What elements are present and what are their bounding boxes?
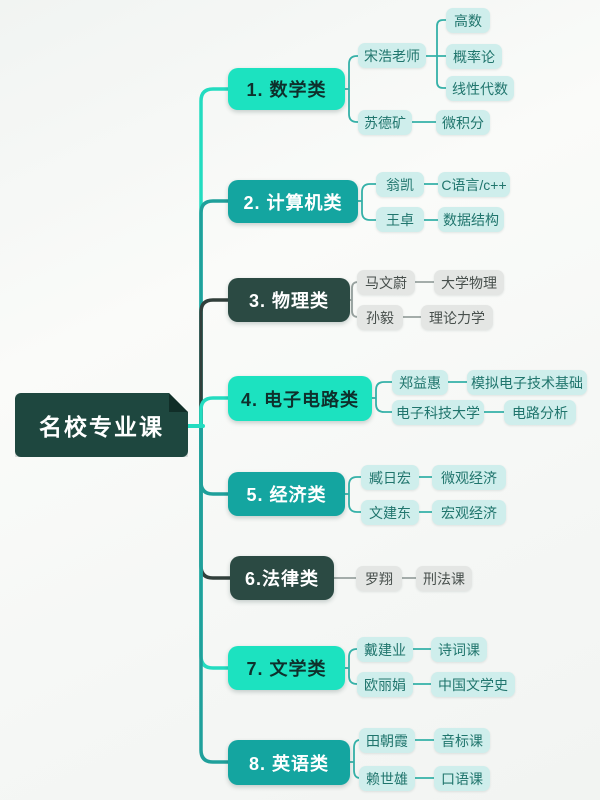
teacher-zangrihong: 臧日宏 (361, 465, 419, 490)
teacher-songhao: 宋浩老师 (358, 43, 426, 68)
course-daxuewuli: 大学物理 (434, 270, 504, 295)
connector-computer-courses (423, 183, 439, 221)
branch-law: 6.法律类 (230, 556, 334, 600)
connector-physics-courses (402, 281, 435, 318)
connector-literature-courses (412, 648, 432, 685)
course-xianxingdaishu: 线性代数 (446, 76, 514, 101)
branch-literature: 7. 文学类 (228, 646, 345, 690)
teacher-zhengyihui: 郑益惠 (392, 370, 448, 395)
teacher-oulijuan: 欧丽娟 (357, 672, 413, 697)
teacher-mawenwei: 马文蔚 (357, 270, 415, 295)
connector-electronics-courses (447, 381, 505, 413)
connector-branch-math (199, 87, 232, 428)
root-label: 名校专业课 (39, 414, 164, 440)
connector-branch-physics (199, 298, 232, 428)
connector-songhao-courses (423, 19, 447, 89)
branch-math: 1. 数学类 (228, 68, 345, 110)
course-shujujiegou: 数据结构 (438, 207, 504, 232)
course-gailvlun: 概率论 (446, 44, 502, 69)
branch-economics: 5. 经济类 (228, 472, 345, 516)
course-weijifen: 微积分 (436, 110, 490, 135)
course-shicike: 诗词课 (431, 637, 487, 662)
course-cyuyan: C语言/c++ (438, 172, 510, 197)
course-hongguanjingji: 宏观经济 (432, 500, 506, 525)
course-dianlufenxi: 电路分析 (504, 400, 576, 425)
course-yinbiaoke: 音标课 (434, 728, 490, 753)
teacher-wenjiandong: 文建东 (361, 500, 419, 525)
connector-branch-electronics (199, 396, 232, 428)
teacher-sudekuang: 苏德矿 (358, 110, 412, 135)
connector-english-courses (414, 739, 435, 779)
connector-branch-computer (199, 199, 232, 428)
connector-branch-literature (199, 424, 232, 670)
connector-branch-english (199, 424, 232, 764)
teacher-laishixiong: 赖世雄 (359, 766, 415, 791)
connector-math-teachers (344, 55, 359, 123)
branch-physics: 3. 物理类 (228, 278, 350, 322)
course-gaoshu: 高数 (446, 8, 490, 33)
branch-electronics: 4. 电子电路类 (228, 376, 372, 421)
connector-computer-teachers (357, 183, 377, 221)
connector-literature-teachers (344, 648, 358, 685)
connector-english-teachers (349, 739, 361, 779)
teacher-tianzhaoxia: 田朝霞 (359, 728, 415, 753)
teacher-luoxiang: 罗翔 (356, 566, 402, 591)
teacher-uestc: 电子科技大学 (392, 400, 484, 425)
course-xingfake: 刑法课 (416, 566, 472, 591)
connector-electronics-teachers (371, 381, 393, 413)
connector-physics-teachers (349, 281, 359, 318)
teacher-daijianye: 戴建业 (357, 637, 413, 662)
course-lilunlixue: 理论力学 (421, 305, 493, 330)
course-zhongguowenxueshi: 中国文学史 (431, 672, 515, 697)
course-monidianzi: 模拟电子技术基础 (467, 370, 587, 395)
teacher-wangzhuo: 王卓 (376, 207, 424, 232)
branch-computer: 2. 计算机类 (228, 180, 358, 223)
course-weiguanjingji: 微观经济 (432, 465, 506, 490)
teacher-wengkai: 翁凯 (376, 172, 424, 197)
root-node: 名校专业课 (15, 393, 188, 457)
connector-economics-teachers (344, 476, 362, 513)
teacher-sunyi: 孙毅 (357, 305, 403, 330)
connector-branch-economics (199, 424, 232, 496)
connector-economics-courses (418, 476, 433, 513)
course-kouyuke: 口语课 (434, 766, 490, 791)
branch-english: 8. 英语类 (228, 740, 350, 785)
